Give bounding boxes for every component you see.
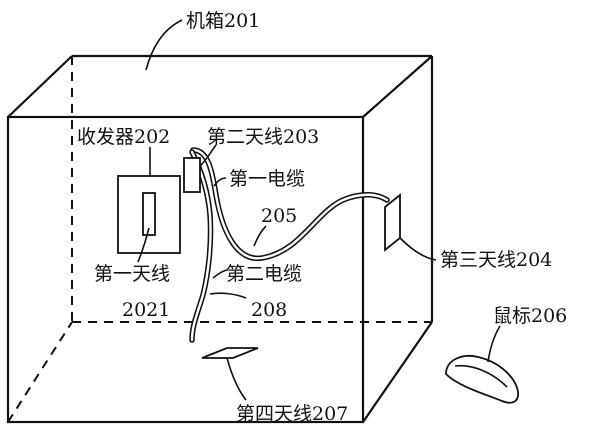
chassis-top-left-edge xyxy=(7,55,73,118)
third-antenna xyxy=(384,193,401,252)
label-antenna2: 第二天线203 xyxy=(207,126,319,148)
leader-cable2 xyxy=(212,269,229,279)
fourth-antenna xyxy=(201,347,259,359)
leader-cable1-num xyxy=(253,225,267,247)
chassis-bottom-right-edge xyxy=(362,321,433,423)
label-chassis: 机箱201 xyxy=(186,10,260,32)
leader-cable1 xyxy=(213,177,227,187)
label-antenna1-line2: 2021 xyxy=(122,299,170,321)
chassis-front-face xyxy=(6,115,365,424)
leader-antenna4 xyxy=(226,357,247,401)
mouse xyxy=(445,355,519,404)
leader-chassis xyxy=(145,19,183,71)
leader-antenna1 xyxy=(137,227,150,263)
leader-antenna2 xyxy=(199,144,217,167)
chassis-top-right-edge xyxy=(362,55,433,118)
second-antenna xyxy=(183,157,201,193)
chassis-hidden-diagonal-edge xyxy=(7,321,73,423)
label-mouse: 鼠标206 xyxy=(493,305,567,327)
leader-cable2-num xyxy=(209,292,247,299)
label-cable1-line1: 第一电缆 xyxy=(229,168,305,190)
label-cable2-line1: 第二电缆 xyxy=(226,263,302,285)
mouse-top-contour xyxy=(454,364,508,388)
leader-mouse xyxy=(487,325,501,363)
second-cable-core xyxy=(190,150,212,342)
first-antenna xyxy=(142,192,156,236)
label-cable2-line2: 208 xyxy=(251,299,287,321)
label-antenna3: 第三天线204 xyxy=(440,249,552,271)
label-transceiver: 收发器202 xyxy=(77,126,170,148)
label-cable1-line2: 205 xyxy=(261,205,297,227)
label-antenna4: 第四天线207 xyxy=(236,403,348,425)
label-antenna1-line1: 第一天线 xyxy=(94,263,170,285)
leader-antenna3 xyxy=(399,237,437,261)
first-cable-core xyxy=(191,148,389,260)
